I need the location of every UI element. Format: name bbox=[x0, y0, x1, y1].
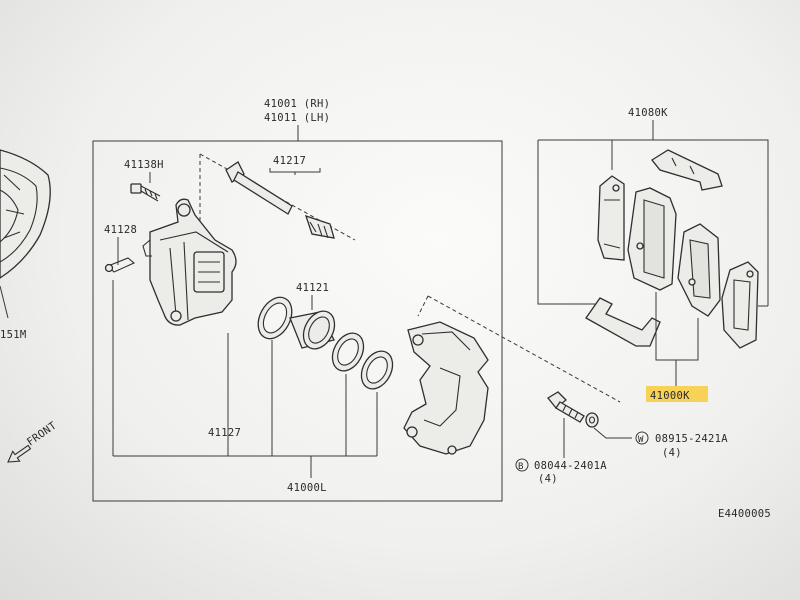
pad-shim-bottom bbox=[585, 297, 661, 347]
leader-shield bbox=[0, 285, 9, 319]
label-washer-qty: (4) bbox=[662, 447, 682, 459]
marker-b bbox=[515, 458, 529, 472]
bracket-41000k bbox=[655, 292, 699, 361]
label-front: FRONT bbox=[25, 419, 59, 448]
label-washer-code: 08915-2421A bbox=[655, 433, 728, 445]
label-bolt-code: 08044-2401A bbox=[534, 460, 607, 472]
label-41011-lh: 41011 (LH) bbox=[264, 112, 330, 124]
marker-b-text: B bbox=[518, 462, 524, 472]
label-41000k: 41000K bbox=[650, 390, 690, 402]
mounting-bolt bbox=[547, 391, 585, 423]
guide-pin-41217 bbox=[225, 161, 335, 239]
label-bolt-qty: (4) bbox=[538, 473, 558, 485]
label-41000l: 41000L bbox=[287, 482, 327, 494]
lock-washer bbox=[585, 412, 599, 428]
piston-seal-small bbox=[360, 350, 394, 390]
label-41127: 41127 bbox=[208, 427, 241, 439]
dust-boot bbox=[331, 332, 365, 372]
dust-shield bbox=[0, 149, 51, 279]
label-41080k: 41080K bbox=[628, 107, 668, 119]
bolt-41138h bbox=[130, 183, 161, 202]
marker-w-text: W bbox=[638, 435, 644, 445]
pad-shim-top bbox=[651, 149, 723, 191]
label-41121: 41121 bbox=[296, 282, 329, 294]
label-41001-rh: 41001 (RH) bbox=[264, 98, 330, 110]
highlight-41000k bbox=[646, 386, 708, 402]
pad-inner-right bbox=[677, 223, 721, 317]
marker-w bbox=[635, 431, 649, 445]
caliper-support bbox=[403, 321, 489, 455]
label-41138h: 41138H bbox=[124, 159, 164, 171]
pad-inner-left bbox=[627, 187, 677, 291]
bleeder-screw-41128 bbox=[104, 257, 136, 273]
label-41128: 41128 bbox=[104, 224, 137, 236]
piston-41121 bbox=[289, 310, 336, 350]
front-arrow bbox=[7, 444, 32, 463]
pad-outer-right bbox=[721, 261, 759, 349]
piston-seal-large bbox=[257, 296, 293, 340]
label-151m: 151M bbox=[0, 329, 27, 341]
dash-support-axis bbox=[417, 295, 621, 403]
leader-washer bbox=[593, 427, 632, 439]
leader-41217 bbox=[269, 168, 321, 175]
figure-code: E4400005 bbox=[718, 508, 771, 520]
caliper-body bbox=[142, 198, 237, 326]
pad-outer-left bbox=[597, 175, 625, 261]
pad-kit-frame bbox=[537, 139, 769, 306]
label-41217: 41217 bbox=[273, 155, 306, 167]
